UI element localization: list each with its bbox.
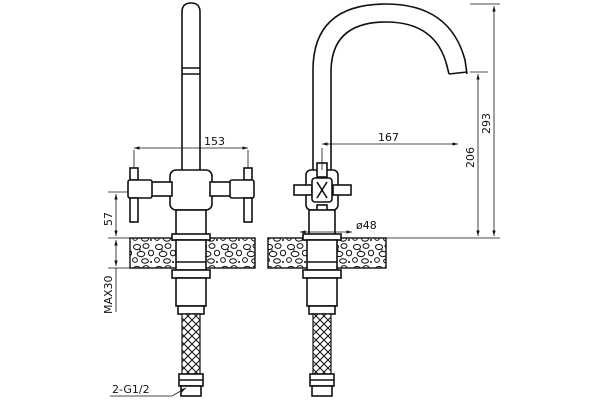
dim-thread: 2-G1/2 [112, 383, 150, 396]
gooseneck-spout [312, 3, 468, 172]
left-handle-front [127, 167, 173, 223]
side-view: 167 ø48 206 293 [267, 3, 500, 397]
dim-167: 167 [378, 131, 399, 144]
dim-206: 206 [464, 147, 477, 168]
dim-293: 293 [480, 113, 493, 134]
spout-tube-front [181, 2, 201, 173]
dim-d48: ø48 [356, 219, 377, 232]
front-view: 153 57 MAX30 2-G1/2 [102, 2, 256, 397]
right-handle-front [209, 167, 255, 223]
hose-side [312, 313, 332, 375]
dim-153: 153 [204, 135, 225, 148]
faucet-body-front [169, 169, 213, 211]
mounting-nut-side [302, 269, 342, 279]
hose-front [181, 313, 201, 375]
dim-57: 57 [102, 212, 115, 226]
mounting-nut-front [171, 269, 211, 279]
dim-max30: MAX30 [102, 275, 115, 314]
